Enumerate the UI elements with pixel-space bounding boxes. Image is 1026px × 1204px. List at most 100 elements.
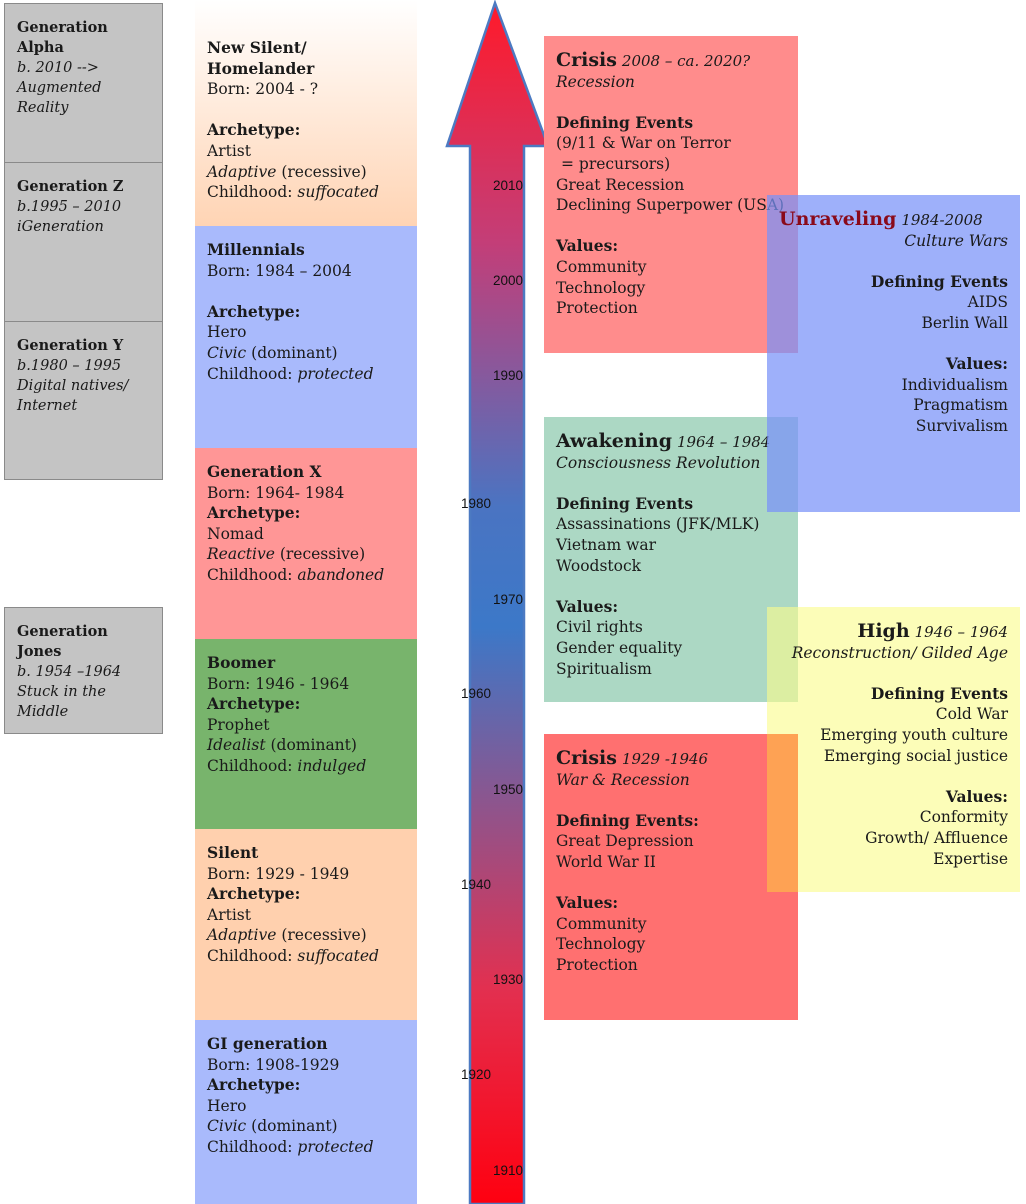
turning-years: 1984-2008 [901,211,983,229]
generation-type: Idealist (dominant) [207,735,405,756]
generation-childhood-label: Childhood: [207,946,293,965]
generation-z-line: b.1995 – 2010 [17,199,122,215]
generation-type-mode: (recessive) [281,926,367,945]
turning-event: Emerging social justice [823,746,1008,765]
turning-value: Gender equality [556,638,683,657]
turning-events-label: Defining Events [870,271,1008,291]
generation-name: Boomer [207,653,276,672]
turning-subtitle: War & Recession [556,770,690,789]
year-label: 1910 [493,1163,524,1178]
generation-archetype-label: Archetype: [207,1075,301,1095]
turning-value: Pragmatism [913,396,1008,415]
turning-event: Declining Superpower (USA) [556,196,785,215]
generation-archetype: Hero [207,323,247,342]
turning-subtitle: Reconstruction/ Gilded Age [791,643,1008,662]
generation-childhood-label: Childhood: [207,364,293,383]
generation-born: Born: 1946 - 1964 [207,674,350,693]
turning-event: = precursors) [561,154,671,173]
generation-silent: Silent Born: 1929 - 1949 Archetype: Arti… [195,829,417,1020]
year-label: 1970 [493,592,524,607]
generation-z-title: Generation Z [17,178,124,195]
turning-event: Vietnam war [556,535,657,554]
generation-archetype: Artist [207,905,251,924]
generation-type-mode: (dominant) [270,736,357,755]
turning-event: Emerging youth culture [820,725,1008,744]
generation-z-box: Generation Z b.1995 – 2010 iGeneration [4,162,163,322]
generation-y-line: Digital natives/ [17,378,129,394]
generation-born: Born: 1984 – 2004 [207,261,352,280]
generation-childhood: Childhood: protected [207,364,405,385]
turning-events-label: Defining Events [556,112,694,132]
turning-crisis-2008: Crisis 2008 – ca. 2020? Recession Defini… [544,36,798,353]
turning-crisis-1929: Crisis 1929 -1946 War & Recession Defini… [544,734,798,1020]
turning-events-label: Defining Events [556,493,694,513]
generation-millennials: Millennials Born: 1984 – 2004 Archetype:… [195,226,417,448]
generation-type-name: Adaptive [207,926,277,945]
generation-archetype: Artist [207,141,251,160]
year-label: 1990 [493,368,524,383]
generation-jones-line: b. 1954 –1964 [17,664,122,680]
generation-type-mode: (recessive) [279,545,366,564]
year-label: 1930 [493,972,524,987]
turning-event: Great Recession [556,175,685,194]
generation-born: Born: 2004 - ? [207,80,319,99]
turning-value: Expertise [933,849,1008,868]
generation-type-name: Reactive [207,545,275,564]
generation-y-box: Generation Y b.1980 – 1995 Digital nativ… [4,321,163,480]
generation-archetype-label: Archetype: [207,120,301,140]
year-label: 1950 [493,782,524,797]
turning-event: Berlin Wall [921,313,1008,332]
year-label: 1980 [461,496,492,511]
generation-y-line: Internet [17,398,78,414]
turning-value: Protection [556,299,638,318]
generation-childhood-label: Childhood: [207,1137,293,1156]
generation-jones-title: Generation Jones [17,623,108,660]
turning-value: Community [556,914,647,933]
generation-archetype: Prophet [207,715,270,734]
turning-value: Growth/ Affluence [865,828,1008,847]
generation-childhood-value: suffocated [297,946,379,965]
turning-subtitle: Consciousness Revolution [556,453,761,472]
generation-y-line: b.1980 – 1995 [17,358,122,374]
turning-value: Community [556,257,647,276]
turning-title: Awakening [556,430,673,452]
generation-childhood-value: indulged [297,756,367,775]
generation-born: Born: 1929 - 1949 [207,864,350,883]
generation-childhood-label: Childhood: [207,565,293,584]
turning-event: Great Depression [556,832,694,851]
turning-title: Unraveling [779,208,897,230]
generation-type: Adaptive (recessive) [207,162,405,183]
turning-high: High 1946 – 1964 Reconstruction/ Gilded … [767,607,1020,892]
turning-value: Survivalism [915,416,1008,435]
generation-alpha-line: b. 2010 --> [17,60,99,76]
turning-value: Civil rights [556,618,643,637]
generation-childhood: Childhood: abandoned [207,565,405,586]
generation-type: Civic (dominant) [207,1116,405,1137]
overlap-tint [767,734,798,892]
generation-alpha-line: Reality [17,100,69,116]
generation-type-name: Idealist [207,736,266,755]
turning-values-label: Values: [556,596,619,616]
generation-type: Civic (dominant) [207,343,405,364]
turning-event: World War II [556,852,656,871]
generation-type-name: Civic [207,1117,247,1136]
turning-years: 2008 – ca. 2020? [621,52,751,70]
generation-name: GI generation [207,1034,328,1053]
generation-name: Generation X [207,462,322,481]
generation-z-line: iGeneration [17,219,104,235]
generation-name: New Silent/ Homelander [207,38,315,78]
generation-born: Born: 1964- 1984 [207,483,345,502]
generation-archetype-label: Archetype: [207,694,301,714]
generation-born: Born: 1908-1929 [207,1055,340,1074]
generation-alpha-title: Generation Alpha [17,19,108,56]
generation-type-name: Adaptive [207,162,277,181]
generation-archetype-label: Archetype: [207,503,301,523]
turning-value: Technology [556,278,646,297]
turning-title: Crisis [556,747,617,769]
generation-childhood-value: suffocated [297,183,379,202]
turning-value: Spiritualism [556,659,652,678]
generation-gi: GI generation Born: 1908-1929 Archetype:… [195,1020,417,1204]
generation-archetype: Nomad [207,524,264,543]
year-label: 1920 [461,1067,492,1082]
generation-name: Millennials [207,240,305,259]
